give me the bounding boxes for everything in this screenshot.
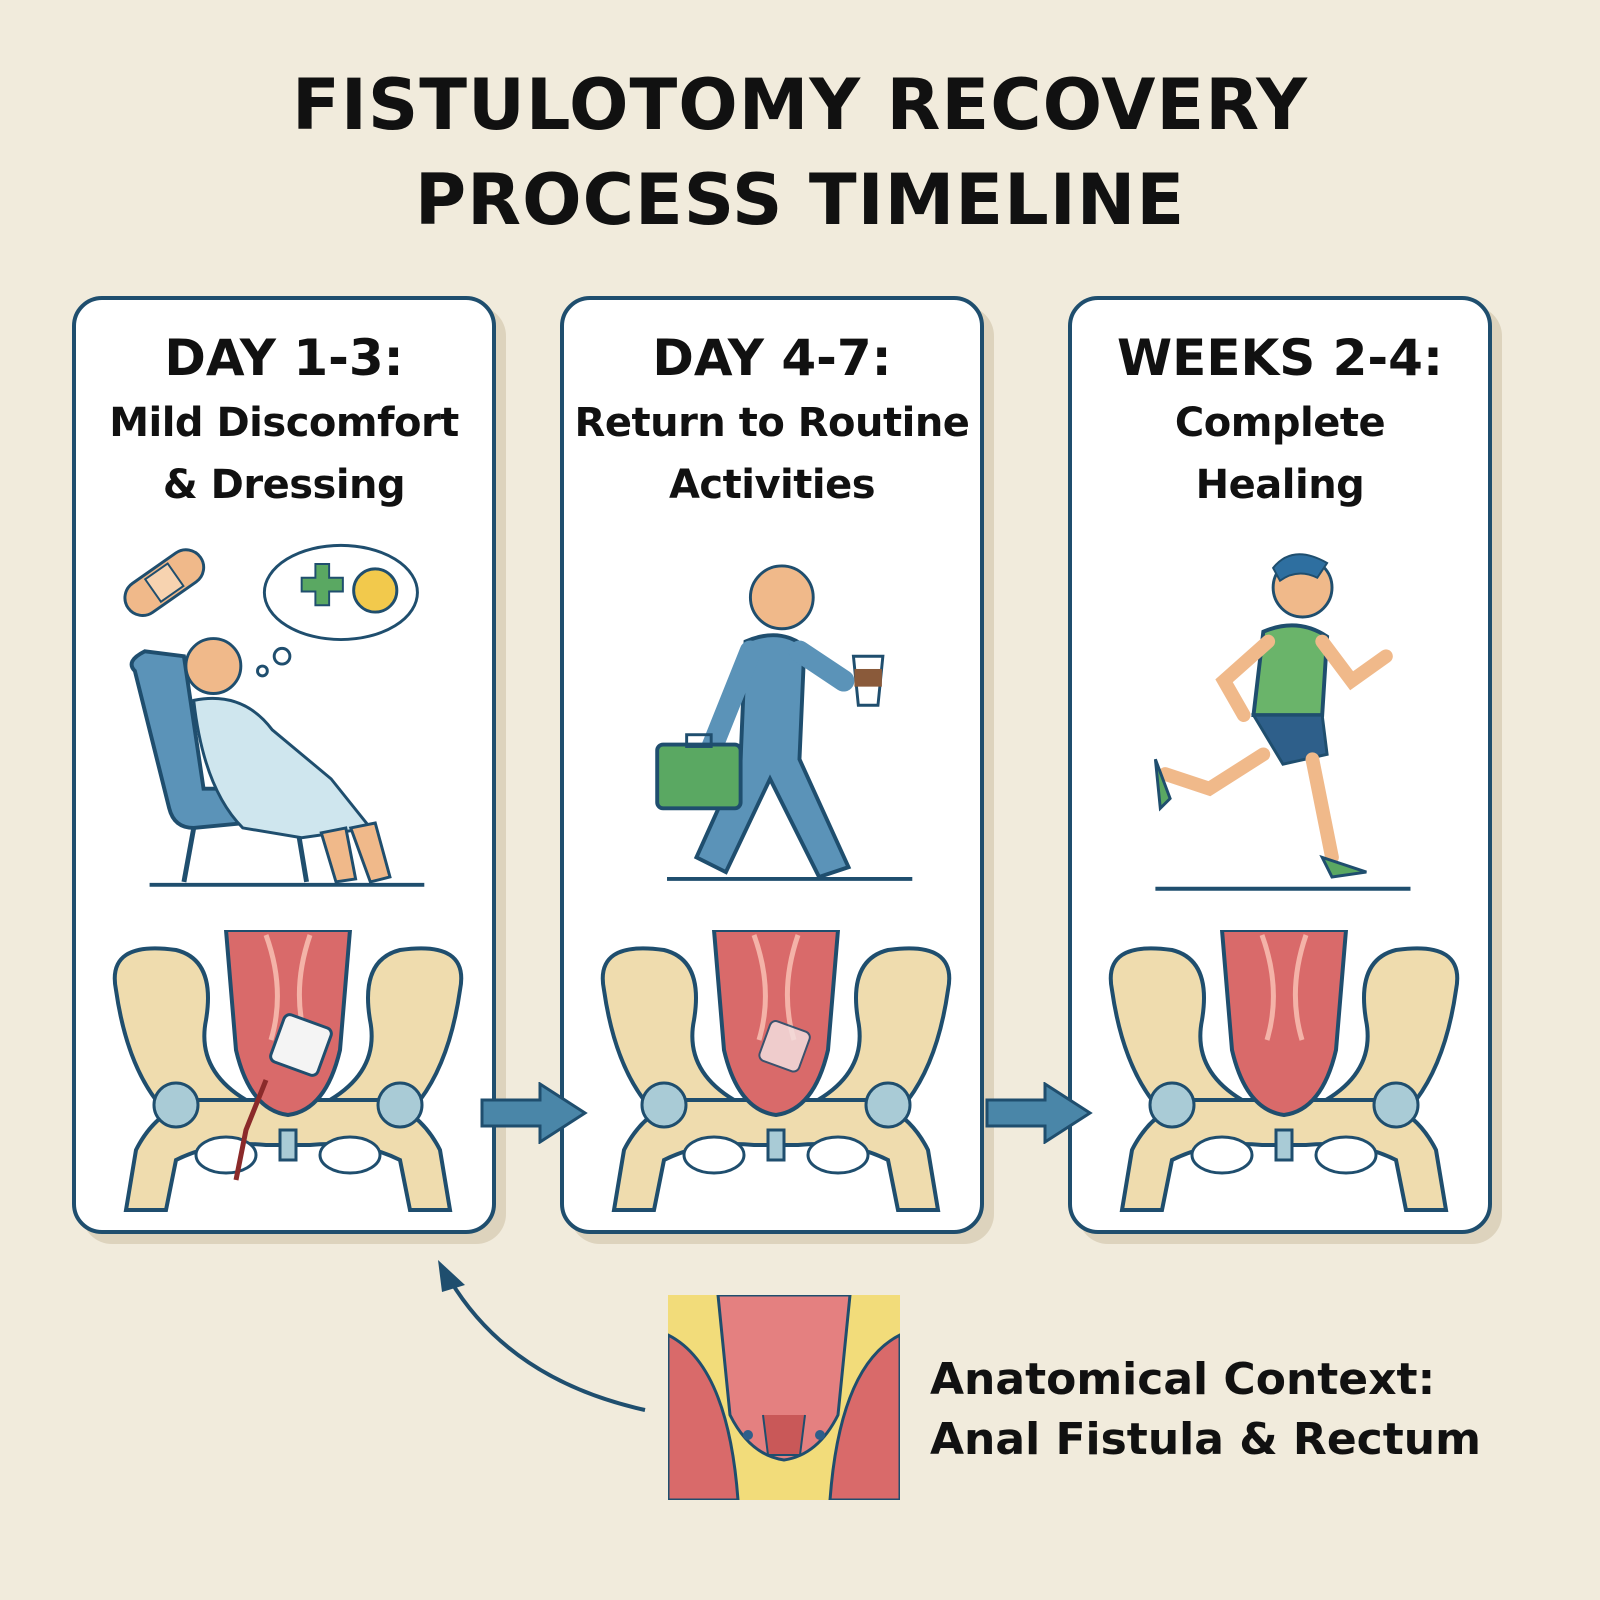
- bandage-icon: [123, 548, 206, 617]
- hospital-gown: [192, 696, 374, 840]
- panel-subtitle: Mild Discomfort & Dressing: [76, 392, 492, 516]
- panel-weeks-2-4: WEEKS 2-4: Complete Healing: [1068, 296, 1492, 1234]
- panel-subtitle: Complete Healing: [1072, 392, 1488, 516]
- page-title: FISTULOTOMY RECOVERY PROCESS TIMELINE: [0, 58, 1600, 248]
- panel-subtitle-line-1: Return to Routine: [574, 400, 970, 446]
- context-line-1: Anatomical Context:: [930, 1354, 1436, 1405]
- panel-subtitle-line-2: & Dressing: [162, 462, 406, 508]
- arrow-right-icon: [985, 1082, 1093, 1144]
- curved-arrow-icon: [438, 1260, 646, 1412]
- panel-heading: DAY 4-7:: [652, 329, 892, 387]
- panel-day-1-3: DAY 1-3: Mild Discomfort & Dressing: [72, 296, 496, 1234]
- panel-heading: DAY 1-3:: [164, 329, 404, 387]
- gauze-dressing-icon: [269, 1013, 333, 1077]
- arrow-right-icon: [480, 1082, 588, 1144]
- pelvis-anatomy-with-dressing: [96, 930, 480, 1220]
- panel-subtitle-line-1: Complete: [1174, 400, 1386, 446]
- patient-head: [184, 637, 243, 695]
- coffee-cup-icon: [851, 654, 885, 707]
- anatomical-context-caption: Anatomical Context: Anal Fistula & Rectu…: [930, 1350, 1481, 1470]
- panel-heading: WEEKS 2-4:: [1117, 329, 1443, 387]
- context-line-2: Anal Fistula & Rectum: [930, 1414, 1481, 1465]
- clear-dressing-icon: [758, 1020, 811, 1073]
- pelvis-anatomy-healing: [584, 930, 968, 1220]
- briefcase-icon: [655, 733, 743, 811]
- panel-day-4-7: DAY 4-7: Return to Routine Activities: [560, 296, 984, 1234]
- running-person-illustration: [1153, 553, 1411, 891]
- resting-patient-illustration: [123, 543, 425, 887]
- panel-subtitle-line-1: Mild Discomfort: [109, 400, 459, 446]
- rectum-anatomy-illustration: [668, 1295, 900, 1500]
- walking-person-illustration: [655, 564, 913, 881]
- title-line-2: PROCESS TIMELINE: [414, 159, 1186, 241]
- thought-cloud-icon: [256, 543, 419, 678]
- panel-subtitle-line-2: Healing: [1195, 462, 1365, 508]
- title-line-1: FISTULOTOMY RECOVERY: [292, 64, 1308, 146]
- pelvis-anatomy-healed: [1092, 930, 1476, 1220]
- fistula-tract: [233, 1079, 269, 1181]
- panel-subtitle: Return to Routine Activities: [564, 392, 980, 516]
- panel-subtitle-line-2: Activities: [668, 462, 876, 508]
